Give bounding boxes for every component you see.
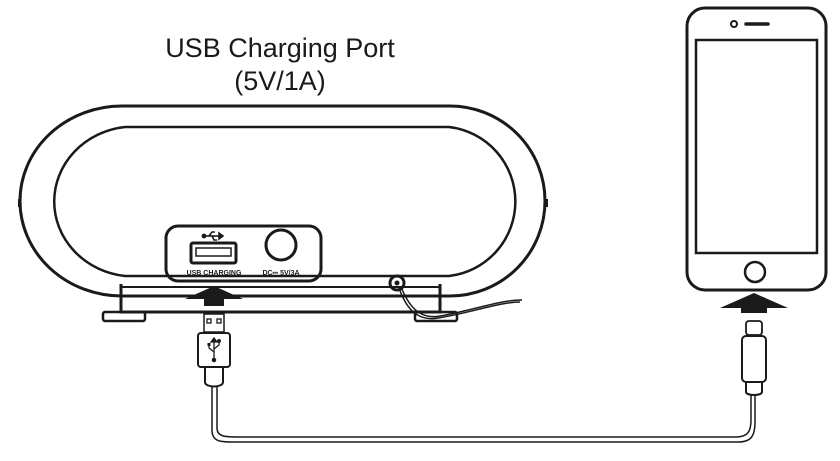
speaker-foot-right bbox=[413, 310, 459, 323]
phone-home-button bbox=[743, 260, 767, 284]
charging-cable bbox=[211, 387, 756, 443]
title-line-1: USB Charging Port bbox=[165, 33, 395, 63]
speaker-foot-left bbox=[101, 310, 147, 323]
usb-port bbox=[189, 241, 238, 265]
dc-port-label: DC⎓ 5V/3A bbox=[262, 270, 299, 277]
usb-small-icon bbox=[201, 231, 225, 241]
dc-port bbox=[264, 228, 298, 262]
speaker bbox=[18, 104, 548, 323]
phone-body bbox=[685, 6, 828, 292]
arrow-up-speaker bbox=[185, 286, 243, 306]
arrow-up-phone bbox=[720, 293, 788, 313]
speaker-inner-shell bbox=[52, 125, 517, 278]
usb-a-plug bbox=[197, 313, 231, 388]
audio-cord bbox=[388, 274, 523, 320]
phone-screen bbox=[694, 38, 819, 255]
port-panel-frame bbox=[164, 224, 323, 283]
audio-jack bbox=[388, 274, 406, 292]
lightning-plug bbox=[741, 320, 767, 396]
usb-port-label: USB CHARGING bbox=[187, 270, 242, 277]
speaker-base bbox=[119, 284, 442, 314]
title-line-2: (5V/1A) bbox=[234, 66, 326, 96]
phone-camera bbox=[730, 20, 738, 28]
port-panel bbox=[164, 224, 323, 283]
usb-trident-icon bbox=[207, 336, 221, 363]
phone bbox=[685, 6, 828, 292]
